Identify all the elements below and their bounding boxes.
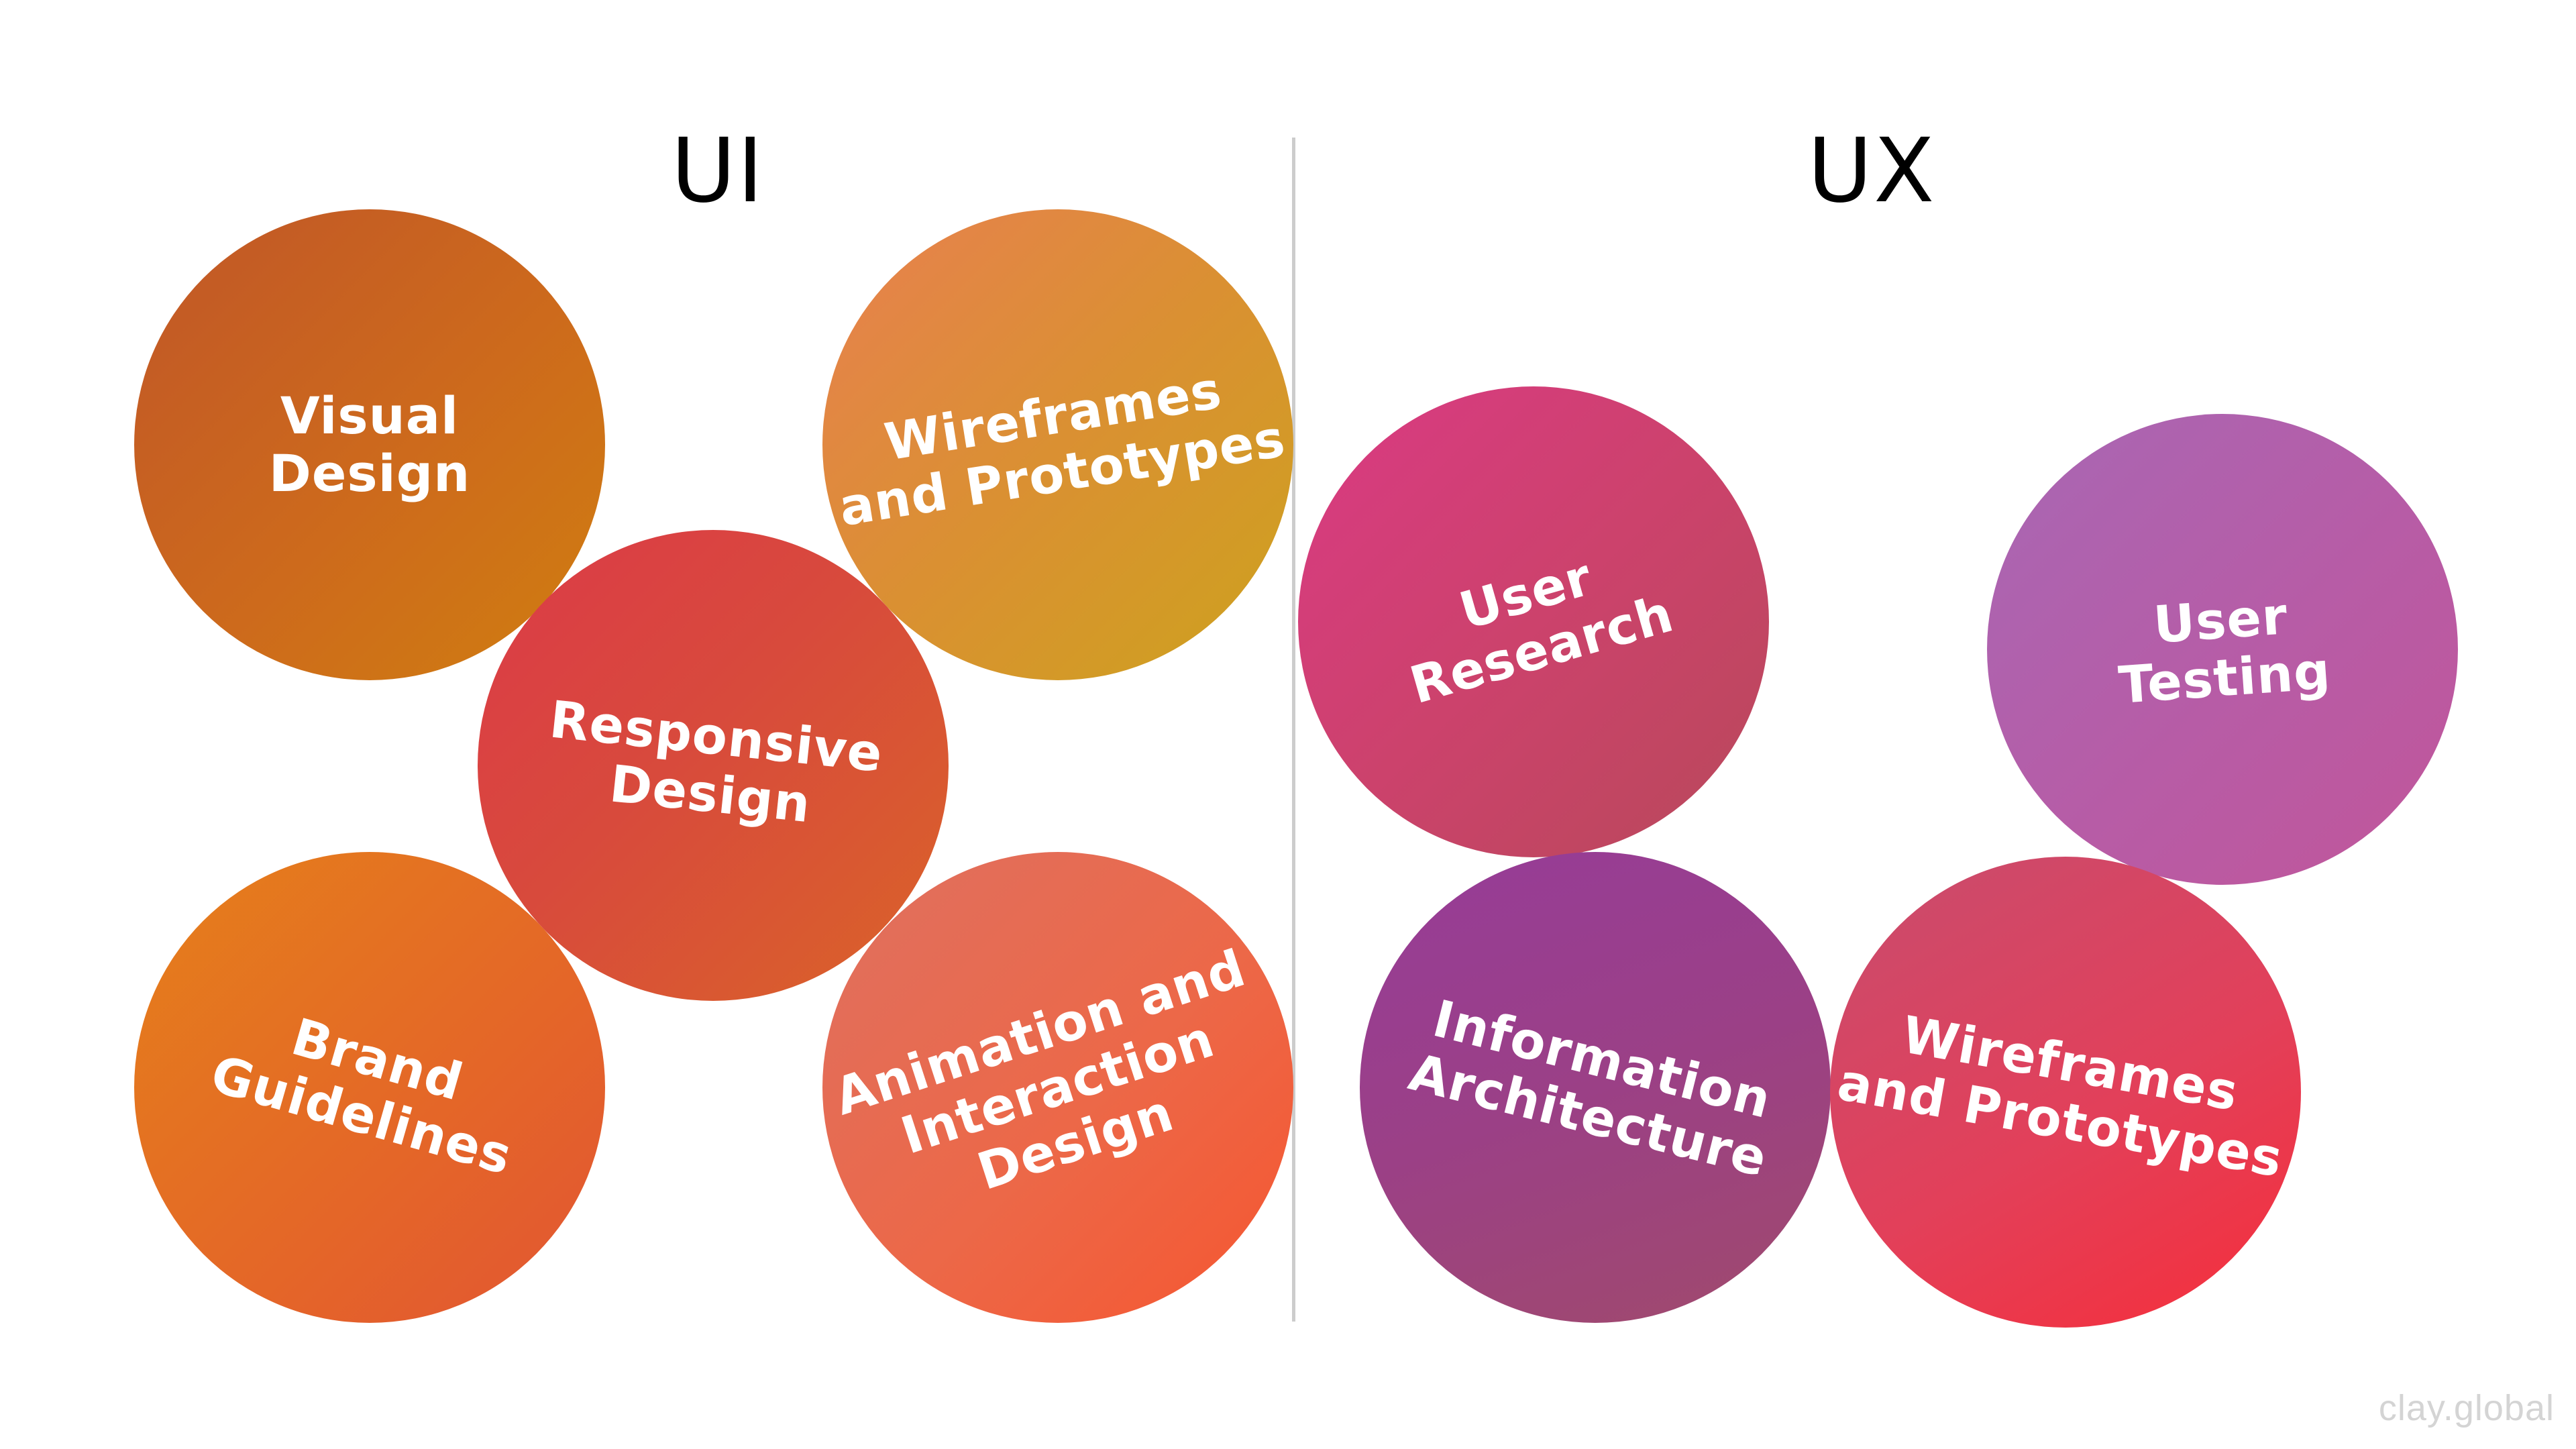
circle-user-research: User Research	[1298, 386, 1769, 857]
label-responsive-design: Responsive Design	[547, 689, 886, 835]
label-information-architecture: Information Architecture	[1403, 988, 1778, 1189]
circle-animation-interaction-design: Animation and Interaction Design	[822, 852, 1293, 1323]
section-divider	[1292, 138, 1295, 1322]
circle-ui-wireframes-prototypes: Wireframes and Prototypes	[822, 209, 1293, 680]
label-visual-design: Visual Design	[268, 386, 471, 503]
label-user-research: User Research	[1403, 546, 1680, 716]
circle-visual-design: Visual Design	[134, 209, 605, 680]
label-user-testing: User Testing	[2116, 586, 2332, 715]
watermark: clay.global	[2378, 1388, 2555, 1428]
circle-information-architecture: Information Architecture	[1360, 852, 1831, 1323]
label-animation-interaction-design: Animation and Interaction Design	[827, 937, 1253, 1202]
label-ux-wireframes-prototypes: Wireframes and Prototypes	[1833, 1004, 2288, 1189]
label-brand-guidelines: Brand Guidelines	[205, 1006, 519, 1187]
ux-heading: UX	[1807, 119, 1936, 223]
ui-heading: UI	[671, 119, 765, 223]
label-ui-wireframes-prototypes: Wireframes and Prototypes	[835, 360, 1290, 538]
circle-user-testing: User Testing	[1987, 414, 2458, 885]
circle-ux-wireframes-prototypes: Wireframes and Prototypes	[1830, 857, 2301, 1328]
circle-brand-guidelines: Brand Guidelines	[134, 852, 605, 1323]
circle-responsive-design: Responsive Design	[478, 530, 949, 1001]
